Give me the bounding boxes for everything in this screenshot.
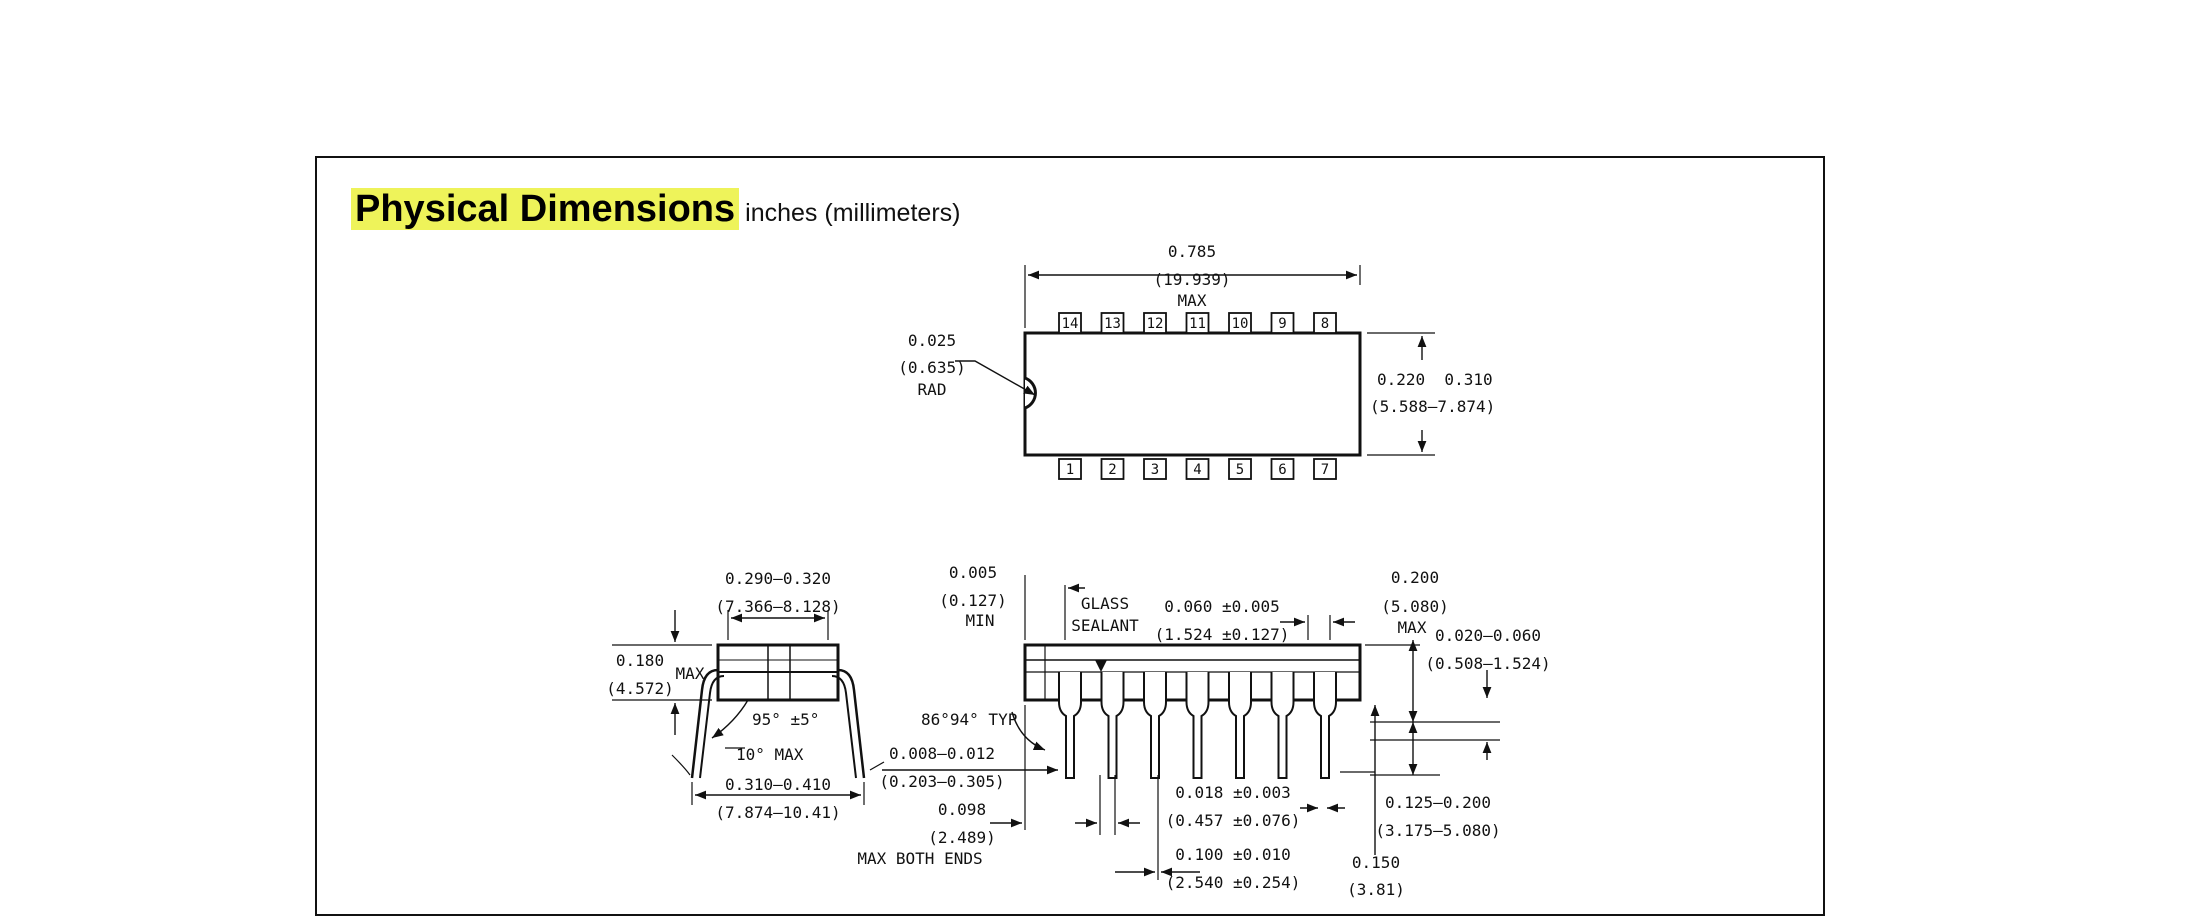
gap-in: 0.005 <box>949 563 997 582</box>
seat-mm: (0.508–1.524) <box>1425 654 1550 673</box>
length-max: MAX <box>1178 291 1207 310</box>
end-view-labels: 0.290–0.320 (7.366–8.128) 0.180 MAX (4.5… <box>606 569 840 822</box>
pitch-mm: (2.540 ±0.254) <box>1166 873 1301 892</box>
side-lead <box>1270 672 1295 779</box>
pin-box <box>1143 458 1167 480</box>
side-leads <box>1058 672 1337 779</box>
pin-number: 2 <box>1108 462 1116 478</box>
pin-number: 13 <box>1104 316 1121 332</box>
end-lead-right <box>837 668 866 779</box>
units-label: inches (millimeters) <box>745 199 961 227</box>
pin-box <box>1270 458 1295 480</box>
end-mm: (2.489) <box>928 828 995 847</box>
length-in: 0.785 <box>1168 242 1216 261</box>
pin-box <box>1058 458 1082 480</box>
height-max: MAX <box>676 664 705 683</box>
notch-in: 0.025 <box>908 331 956 350</box>
pin-number: 10 <box>1232 316 1249 332</box>
glass-label: GLASS <box>1081 594 1129 613</box>
side-view <box>882 575 1500 880</box>
spread-in: 0.310–0.410 <box>725 775 831 794</box>
row-in: 0.290–0.320 <box>725 569 831 588</box>
height-in: 0.180 <box>616 651 664 670</box>
length-mm: (19.939) <box>1153 270 1230 289</box>
pin-number: 3 <box>1151 462 1159 478</box>
pin-box <box>1058 312 1082 334</box>
pin-box <box>1313 458 1337 480</box>
notch-leader <box>955 360 1036 396</box>
top-view-labels: 0.785 (19.939) MAX 0.025 (0.635) RAD 0.2… <box>898 242 1495 416</box>
width-in: 0.220 0.310 <box>1377 370 1493 389</box>
lead-thk-mm: (0.203–0.305) <box>879 772 1004 791</box>
pin-box <box>1313 312 1337 334</box>
body-h-in: 0.200 <box>1391 568 1439 587</box>
pin-number: 6 <box>1278 462 1286 478</box>
gap-mm: (0.127) <box>939 591 1006 610</box>
seat-in: 0.020–0.060 <box>1435 626 1541 645</box>
title-heading: Physical Dimensions <box>351 188 740 230</box>
height-mm: (4.572) <box>606 679 673 698</box>
end-in: 0.098 <box>938 800 986 819</box>
angle-95: 95° ±5° <box>752 710 819 729</box>
pin-box <box>1185 458 1210 480</box>
lead-w-in: 0.018 ±0.003 <box>1175 783 1291 802</box>
pin-box <box>1228 312 1252 334</box>
pin-box <box>1100 312 1125 334</box>
shoulder-mm: (1.524 ±0.127) <box>1155 625 1290 644</box>
side-lead <box>1313 672 1337 779</box>
gap-min: MIN <box>966 611 995 630</box>
side-lead <box>1228 672 1252 779</box>
lead-len-mm: (3.175–5.080) <box>1375 821 1500 840</box>
pin-number: 8 <box>1321 316 1329 332</box>
side-lead <box>1143 672 1167 779</box>
pin-box <box>1270 312 1295 334</box>
pin-number: 9 <box>1278 316 1286 332</box>
angle-10: 10° MAX <box>736 745 804 764</box>
ic-package-body <box>1023 331 1362 457</box>
pin-number: 1 <box>1066 462 1074 478</box>
end-view <box>612 610 885 805</box>
min-len-mm: (3.81) <box>1347 880 1405 899</box>
side-lead <box>1058 672 1082 779</box>
pitch-in: 0.100 ±0.010 <box>1175 845 1291 864</box>
lead-thk-in: 0.008–0.012 <box>889 744 995 763</box>
end-lead-left <box>690 668 719 779</box>
pin-number: 11 <box>1189 316 1206 332</box>
sealant-label: SEALANT <box>1071 616 1139 635</box>
pin-box <box>1228 458 1252 480</box>
notch-rad: RAD <box>918 380 947 399</box>
pin-number: 4 <box>1193 462 1201 478</box>
end-note: MAX BOTH ENDS <box>857 849 982 868</box>
pins-bottom-row: 1 2 3 4 5 6 7 <box>1058 458 1337 480</box>
lead-angle: 86°94° TYP <box>921 710 1017 729</box>
side-view-labels: 0.005 (0.127) MIN GLASS SEALANT 0.060 ±0… <box>857 563 1550 899</box>
body-h-max: MAX <box>1398 618 1427 637</box>
side-lead <box>1100 672 1125 779</box>
body-h-mm: (5.080) <box>1381 597 1448 616</box>
pin-number: 14 <box>1062 316 1079 332</box>
pins-top-row: 14 13 12 11 10 9 8 <box>1058 312 1337 334</box>
pin-number: 12 <box>1147 316 1164 332</box>
lead-len-in: 0.125–0.200 <box>1385 793 1491 812</box>
pin-number: 5 <box>1236 462 1244 478</box>
row-mm: (7.366–8.128) <box>715 597 840 616</box>
shoulder-in: 0.060 ±0.005 <box>1164 597 1280 616</box>
min-len-in: 0.150 <box>1352 853 1400 872</box>
notch-mm: (0.635) <box>898 358 965 377</box>
spread-mm: (7.874–10.41) <box>715 803 840 822</box>
side-lead <box>1185 672 1210 779</box>
width-mm: (5.588–7.874) <box>1370 397 1495 416</box>
drawing-frame <box>315 156 1825 916</box>
pin-box <box>1100 458 1125 480</box>
pin-box <box>1143 312 1167 334</box>
pin-box <box>1185 312 1210 334</box>
pin-number: 7 <box>1321 462 1329 478</box>
lead-w-mm: (0.457 ±0.076) <box>1166 811 1301 830</box>
